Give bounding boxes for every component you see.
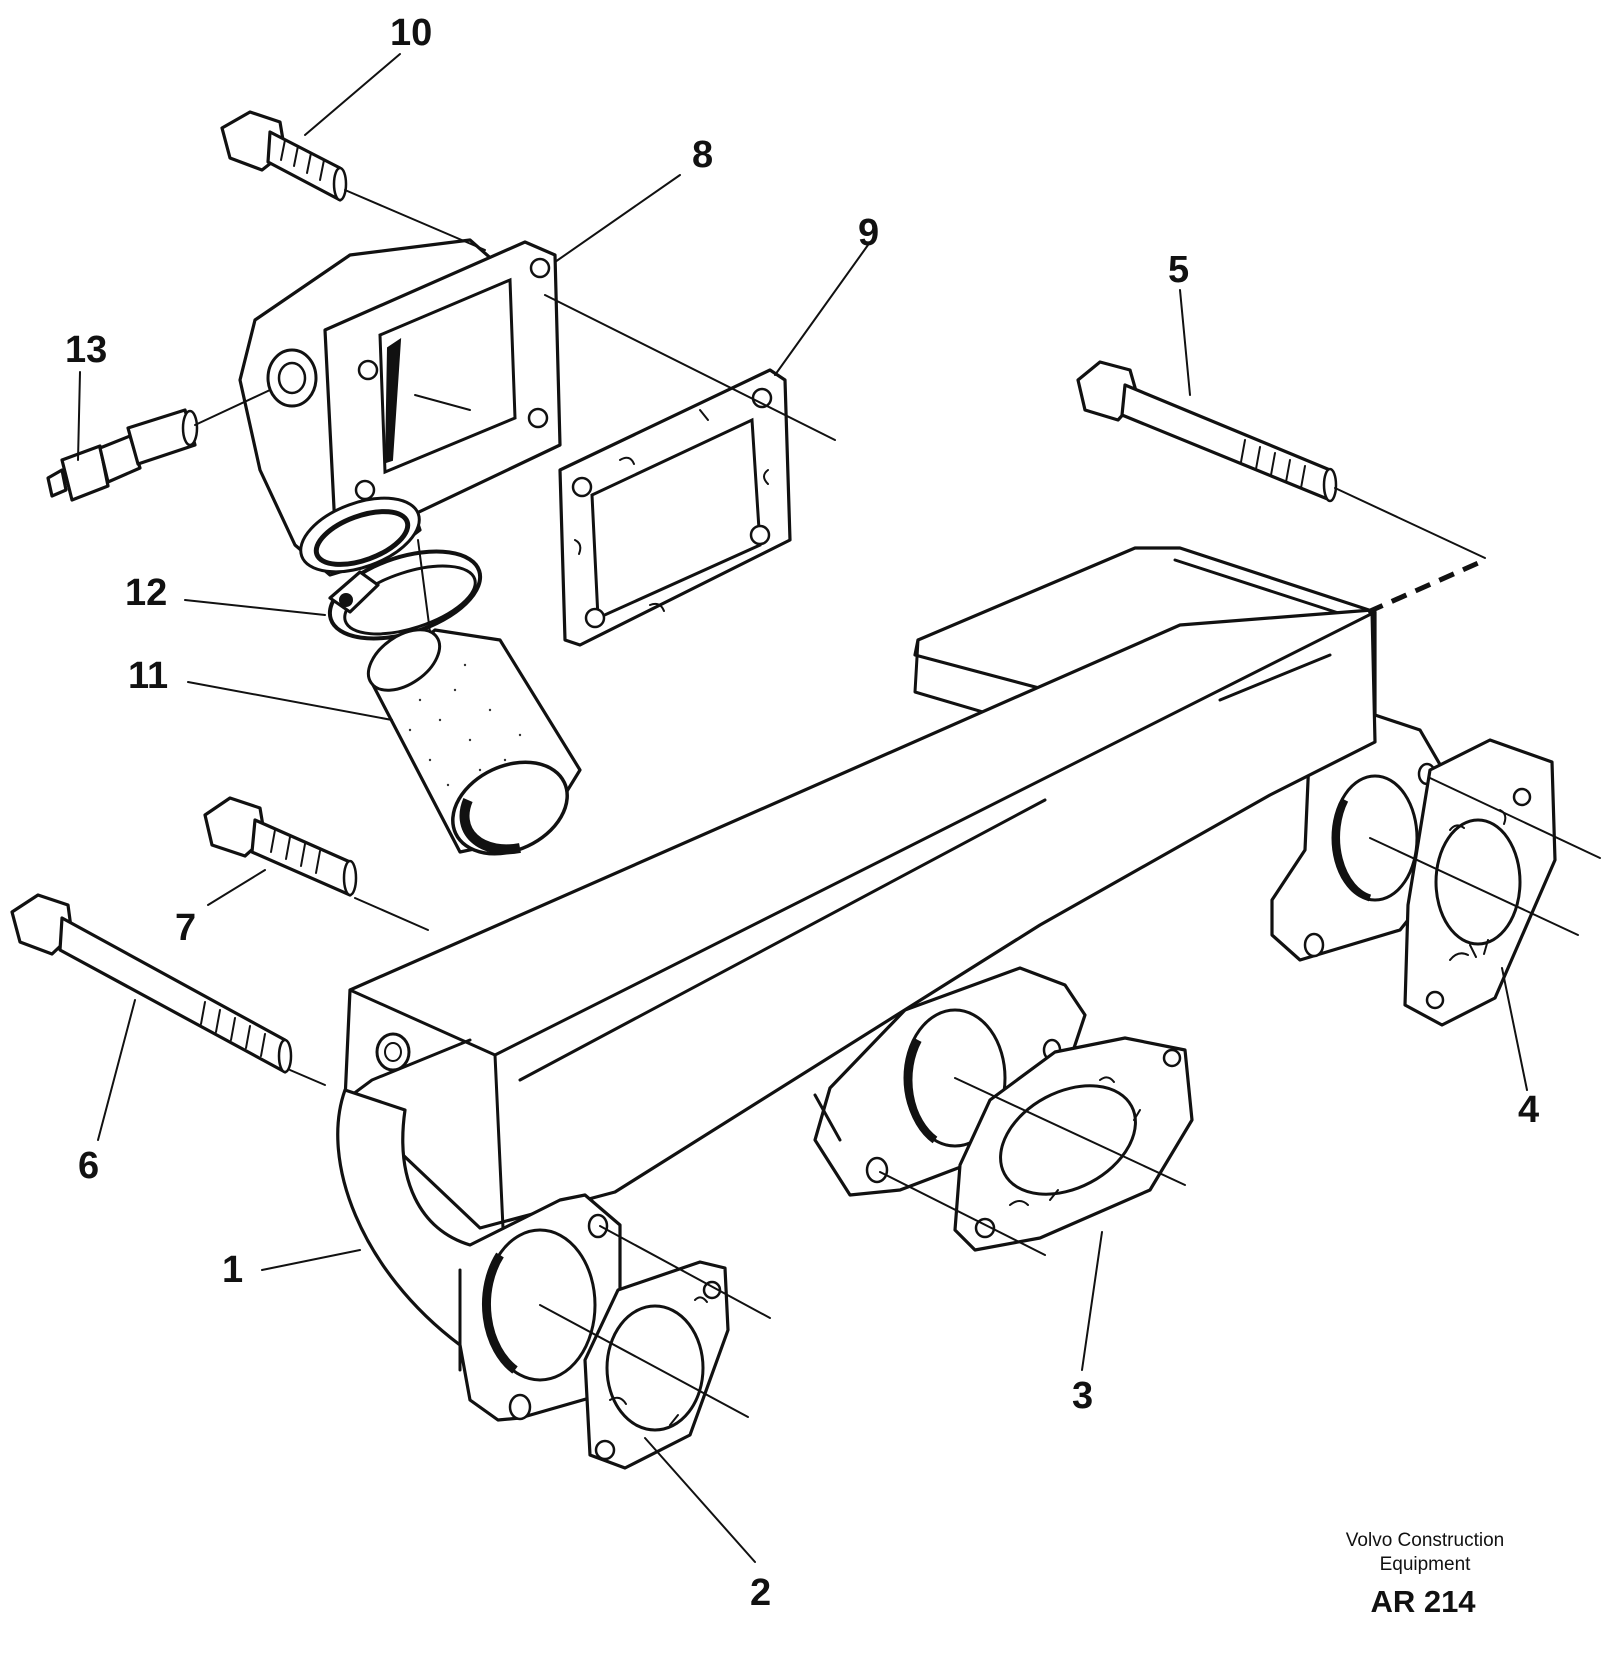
temperature-sender	[46, 408, 199, 502]
callout-numbers: 10 8 9 5 13 12 11 7 6 1 2 3 4	[65, 12, 1539, 1614]
bolt-5	[1076, 360, 1338, 503]
caption-line-1: Volvo Construction	[1346, 1530, 1504, 1551]
bolt-6	[10, 893, 293, 1074]
callout-6: 6	[78, 1145, 99, 1187]
callout-12: 12	[125, 572, 167, 614]
callout-7: 7	[175, 907, 196, 949]
callout-13: 13	[65, 329, 107, 371]
caption-code: AR 214	[1370, 1584, 1476, 1619]
callout-11: 11	[128, 655, 168, 697]
gasket-port-3	[953, 1036, 1194, 1252]
publisher-caption: Volvo Construction Equipment AR 214	[1346, 1530, 1504, 1619]
bolt-10	[220, 110, 348, 202]
gasket-cover-9	[558, 368, 792, 647]
gasket-port-4	[1403, 738, 1557, 1027]
assembly-lines	[194, 189, 1601, 1418]
callout-4: 4	[1518, 1089, 1539, 1131]
callout-8: 8	[692, 134, 713, 176]
callout-9: 9	[858, 212, 879, 254]
thermostat-housing	[238, 238, 562, 577]
callout-1: 1	[222, 1249, 243, 1291]
callout-5: 5	[1168, 249, 1189, 291]
caption-line-2: Equipment	[1380, 1554, 1472, 1575]
callout-2: 2	[750, 1572, 771, 1614]
bolt-7	[203, 796, 358, 897]
leader-lines	[77, 53, 1528, 1563]
callout-3: 3	[1072, 1375, 1093, 1417]
callout-10: 10	[390, 12, 432, 54]
coolant-hose	[366, 628, 582, 856]
